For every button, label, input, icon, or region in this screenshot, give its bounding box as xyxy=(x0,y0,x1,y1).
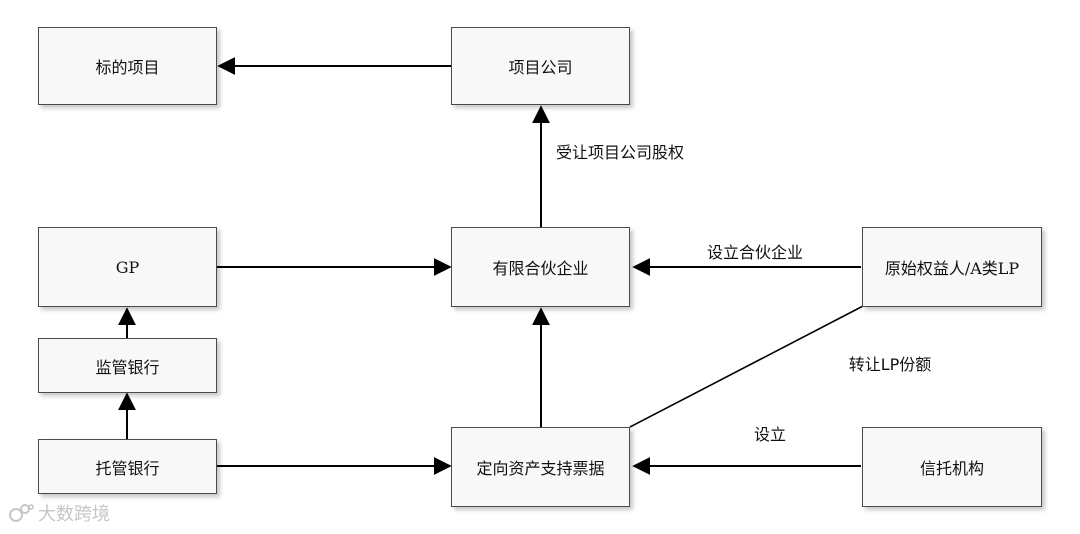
node-target-project: 标的项目 xyxy=(38,27,217,105)
node-label: 托管银行 xyxy=(95,458,160,478)
edge-label-transfer-equity: 受让项目公司股权 xyxy=(556,143,685,162)
node-original-beneficiary: 原始权益人/A类LP xyxy=(862,227,1042,307)
node-directed-abs-note: 定向资产支持票据 xyxy=(451,427,630,507)
watermark-text: 大数跨境 xyxy=(38,504,110,525)
watermark: 大数跨境 xyxy=(8,500,110,526)
node-label: 定向资产支持票据 xyxy=(476,459,605,478)
node-label: GP xyxy=(115,257,140,277)
edge-beneficiary-note-diagonal xyxy=(629,304,866,428)
node-label: 标的项目 xyxy=(95,58,160,77)
node-custodian-bank: 托管银行 xyxy=(38,439,217,494)
edge-label-transfer-lp-share: 转让LP份额 xyxy=(848,355,932,374)
edge-label-establish-partnership: 设立合伙企业 xyxy=(706,243,803,262)
node-label: 有限合伙企业 xyxy=(492,259,589,278)
node-trust-institution: 信托机构 xyxy=(862,427,1042,507)
node-project-company: 项目公司 xyxy=(451,27,630,105)
node-label: 项目公司 xyxy=(508,58,573,77)
node-label: 信托机构 xyxy=(919,459,984,478)
node-limited-partnership: 有限合伙企业 xyxy=(451,227,630,307)
watermark-logo-icon xyxy=(9,504,34,522)
node-label: 原始权益人/A类LP xyxy=(884,259,1020,278)
node-label: 监管银行 xyxy=(95,357,160,377)
node-gp: GP xyxy=(38,227,217,307)
edge-label-establish: 设立 xyxy=(753,425,786,444)
node-supervising-bank: 监管银行 xyxy=(38,338,217,393)
